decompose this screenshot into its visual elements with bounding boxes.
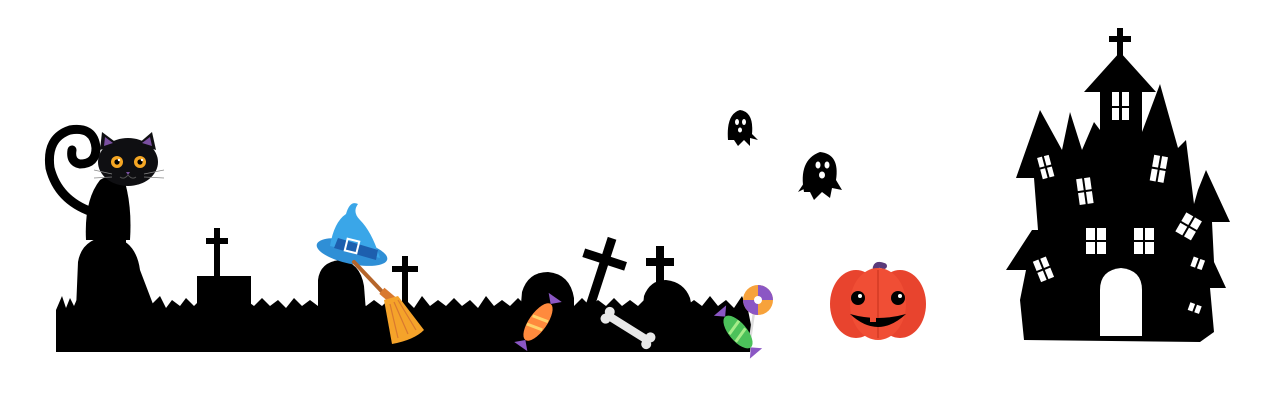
ghost-large xyxy=(798,152,842,200)
haunted-house xyxy=(1006,28,1230,342)
graveyard-silhouette xyxy=(56,228,752,352)
jack-o-lantern xyxy=(830,261,926,340)
black-cat xyxy=(44,124,165,244)
bone xyxy=(600,306,656,350)
witch-hat xyxy=(316,203,388,266)
candy-green xyxy=(713,305,763,359)
candy-orange xyxy=(514,292,562,352)
broom xyxy=(352,260,424,344)
lollipop xyxy=(743,285,773,341)
ghost-small xyxy=(727,110,758,146)
